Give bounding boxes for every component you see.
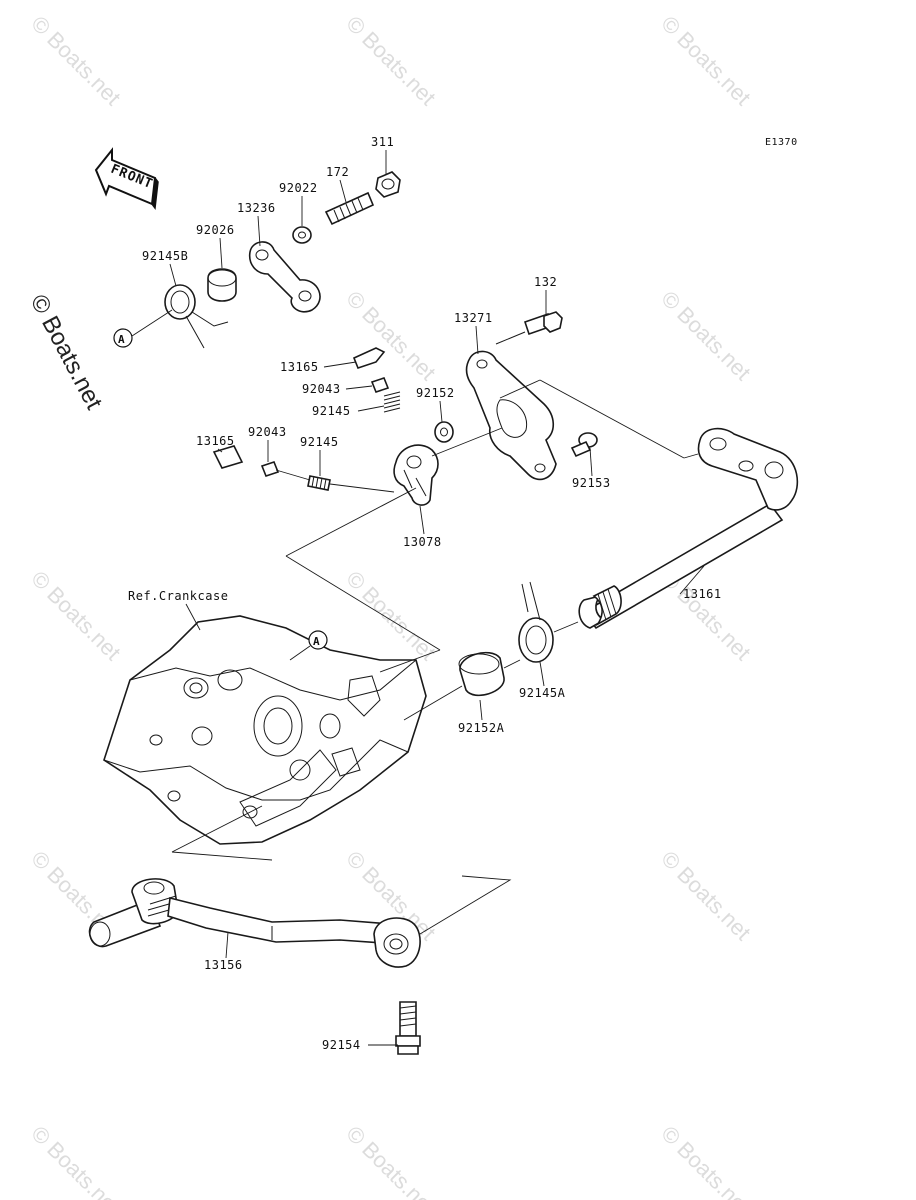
part-172-rod[interactable] (324, 191, 375, 226)
label-172: 172 (326, 165, 349, 179)
label-92145B: 92145B (142, 249, 188, 263)
label-13156: 13156 (204, 958, 243, 972)
part-92022-washer[interactable] (292, 226, 312, 244)
part-13156-pedal[interactable] (88, 878, 421, 968)
part-92152A-bush[interactable] (458, 652, 521, 696)
ref-crankcase-label: Ref.Crankcase (128, 589, 228, 603)
watermark-text: © Boats.net (26, 566, 125, 665)
label-13236: 13236 (237, 201, 276, 215)
callout-a-label: A (313, 635, 320, 648)
label-92026: 92026 (196, 223, 235, 237)
part-92043-pin-left[interactable] (260, 461, 280, 477)
watermark-text: © Boats.net (26, 1121, 125, 1200)
watermark-text: © Boats.net (656, 1121, 755, 1200)
part-92154-bolt[interactable] (395, 1001, 421, 1055)
part-92145A-spring[interactable] (518, 581, 579, 663)
front-arrow-icon: FRONT (94, 147, 159, 210)
part-92026-collar[interactable] (207, 268, 237, 302)
callout-a-top: A (113, 309, 173, 348)
diagram-code: E1370 (765, 137, 798, 148)
watermark-text: © Boats.net (341, 566, 440, 665)
part-labels: 311 172 92022 13236 92026 92145B 132 132… (142, 135, 722, 1052)
part-92145-spring-left[interactable] (275, 469, 395, 493)
part-13161-shaft[interactable] (578, 427, 799, 630)
label-92022: 92022 (279, 181, 318, 195)
crankcase-body (103, 615, 427, 845)
label-92153: 92153 (572, 476, 611, 490)
label-13078: 13078 (403, 535, 442, 549)
label-92043-top: 92043 (302, 382, 341, 396)
label-92152A: 92152A (458, 721, 505, 735)
part-132-bolt[interactable] (495, 311, 563, 345)
watermark-text: © Boats.net (341, 1121, 440, 1200)
label-92154: 92154 (322, 1038, 361, 1052)
watermark-text: © Boats.net (26, 11, 125, 110)
label-92145A: 92145A (519, 686, 566, 700)
part-311-nut[interactable] (375, 171, 401, 198)
label-311: 311 (371, 135, 394, 149)
part-92145-spring-top[interactable] (383, 391, 401, 413)
watermark-text: © Boats.net (656, 846, 755, 945)
watermark-text: © Boats.net (656, 11, 755, 110)
part-13078-arm[interactable] (393, 427, 503, 506)
watermark-text: © Boats.net (656, 286, 755, 385)
label-13165-left: 13165 (196, 434, 235, 448)
label-92145-left: 92145 (300, 435, 339, 449)
label-132: 132 (534, 275, 557, 289)
part-92145B-spring[interactable] (164, 284, 229, 349)
watermark-text: © Boats.net (341, 11, 440, 110)
reference-lines (171, 379, 699, 935)
label-13165-top: 13165 (280, 360, 319, 374)
label-92152: 92152 (416, 386, 455, 400)
side-watermark: © Boats.net (25, 290, 108, 414)
label-13161: 13161 (683, 587, 722, 601)
watermark-text: © Boats.net (341, 286, 440, 385)
callout-a-label: A (118, 333, 125, 346)
label-92043-left: 92043 (248, 425, 287, 439)
part-92153-bolt[interactable] (570, 432, 598, 458)
part-92152-washer[interactable] (434, 421, 454, 443)
part-92043-pin-top[interactable] (370, 377, 390, 393)
part-13271-plate[interactable] (465, 350, 557, 481)
callout-a-crankcase: A (289, 630, 328, 661)
label-13271: 13271 (454, 311, 493, 325)
part-13165-pawl-top[interactable] (352, 347, 386, 369)
label-92145-top: 92145 (312, 404, 351, 418)
part-13236-link[interactable] (248, 241, 321, 313)
